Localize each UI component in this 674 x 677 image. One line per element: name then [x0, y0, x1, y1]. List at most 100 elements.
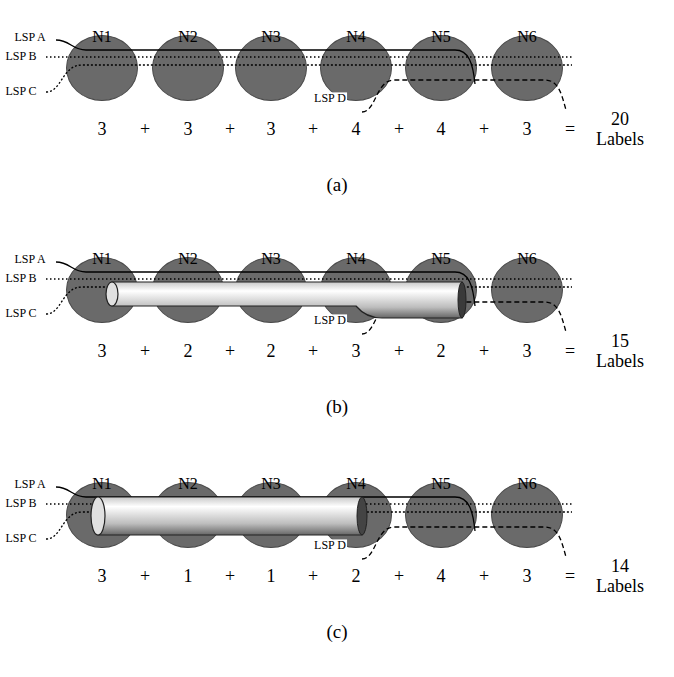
label-total: 20 Labels [590, 110, 650, 150]
label-total: 15 Labels [590, 332, 650, 372]
label-total: 14 Labels [590, 557, 650, 597]
node-name: N3 [236, 475, 306, 493]
lsp-label: LSP C [4, 532, 37, 545]
node-name: N6 [492, 475, 562, 493]
label-count: 3 [523, 567, 532, 587]
label-count: 4 [352, 120, 361, 140]
operator: + [479, 120, 489, 140]
lsp-label: LSP C [4, 85, 37, 98]
label-count: 3 [98, 342, 107, 362]
label-count: 1 [267, 567, 276, 587]
tunnel-end [357, 497, 367, 535]
node-name: N3 [236, 250, 306, 268]
node-circle: N4 [320, 482, 392, 548]
node-circle: N5 [405, 257, 477, 323]
node-name: N5 [406, 250, 476, 268]
operator: = [565, 342, 575, 362]
node-circle: N2 [152, 482, 224, 548]
node-name: N1 [67, 475, 137, 493]
node-circle: N2 [152, 35, 224, 101]
label-count: 4 [437, 120, 446, 140]
node-name: N2 [153, 475, 223, 493]
operator: + [225, 120, 235, 140]
node-circle: N3 [235, 35, 307, 101]
label-count: 2 [267, 342, 276, 362]
lsp-label: LSP B [4, 272, 37, 285]
label-count: 3 [267, 120, 276, 140]
tunnel-end [458, 282, 466, 318]
node-circle: N4 [320, 35, 392, 101]
lsp-label: LSP D [313, 539, 347, 552]
tunnel-body [98, 497, 362, 535]
node-name: N6 [492, 28, 562, 46]
lsp-label: LSP A [13, 31, 46, 44]
node-circle: N3 [235, 482, 307, 548]
tunnel-mouth [106, 282, 118, 306]
node-circle: N1 [66, 482, 138, 548]
node-name: N1 [67, 28, 137, 46]
label-count: 4 [437, 567, 446, 587]
operator: + [479, 342, 489, 362]
node-circle: N6 [491, 482, 563, 548]
node-name: N6 [492, 250, 562, 268]
operator: + [308, 342, 318, 362]
label-count: 2 [437, 342, 446, 362]
lsp-label: LSP D [313, 314, 347, 327]
label-count: 3 [523, 120, 532, 140]
label-count: 3 [98, 120, 107, 140]
lsp-label: LSP C [4, 307, 37, 320]
lsp-label: LSP A [13, 478, 46, 491]
operator: + [140, 567, 150, 587]
label-count: 3 [184, 120, 193, 140]
panel-caption: (b) [326, 397, 348, 418]
node-name: N3 [236, 28, 306, 46]
operator: + [140, 342, 150, 362]
lsp-label: LSP B [4, 50, 37, 63]
operator: + [479, 567, 489, 587]
node-circle: N5 [405, 482, 477, 548]
label-count: 3 [352, 342, 361, 362]
node-name: N4 [321, 475, 391, 493]
panel-b-lines [46, 262, 572, 334]
node-circle: N6 [491, 257, 563, 323]
panel-a-lines [46, 40, 572, 112]
operator: + [140, 120, 150, 140]
lsp-lines [46, 262, 572, 334]
node-name: N1 [67, 250, 137, 268]
node-name: N5 [406, 475, 476, 493]
operator: + [225, 567, 235, 587]
node-circle: N2 [152, 257, 224, 323]
label-count: 2 [184, 342, 193, 362]
node-circle: N4 [320, 257, 392, 323]
lsp-label: LSP D [313, 92, 347, 105]
node-circle: N6 [491, 35, 563, 101]
node-circle: N1 [66, 35, 138, 101]
label-count: 3 [523, 342, 532, 362]
node-circle: N3 [235, 257, 307, 323]
lsp-label: LSP B [4, 497, 37, 510]
node-name: N2 [153, 28, 223, 46]
operator: + [394, 567, 404, 587]
label-count: 1 [184, 567, 193, 587]
label-count: 3 [98, 567, 107, 587]
node-name: N4 [321, 28, 391, 46]
panel-caption: (c) [326, 622, 347, 643]
node-name: N5 [406, 28, 476, 46]
operator: = [565, 120, 575, 140]
operator: + [308, 120, 318, 140]
node-name: N4 [321, 250, 391, 268]
tunnel-mouth [91, 497, 105, 535]
lsp-lines [46, 487, 572, 559]
node-name: N2 [153, 250, 223, 268]
operator: + [394, 120, 404, 140]
node-circle: N1 [66, 257, 138, 323]
operator: = [565, 567, 575, 587]
lsp-lines [46, 40, 572, 112]
operator: + [308, 567, 318, 587]
label-count: 2 [352, 567, 361, 587]
lsp-label: LSP A [13, 253, 46, 266]
operator: + [225, 342, 235, 362]
tunnel-body [112, 282, 462, 318]
panel-caption: (a) [326, 175, 347, 196]
